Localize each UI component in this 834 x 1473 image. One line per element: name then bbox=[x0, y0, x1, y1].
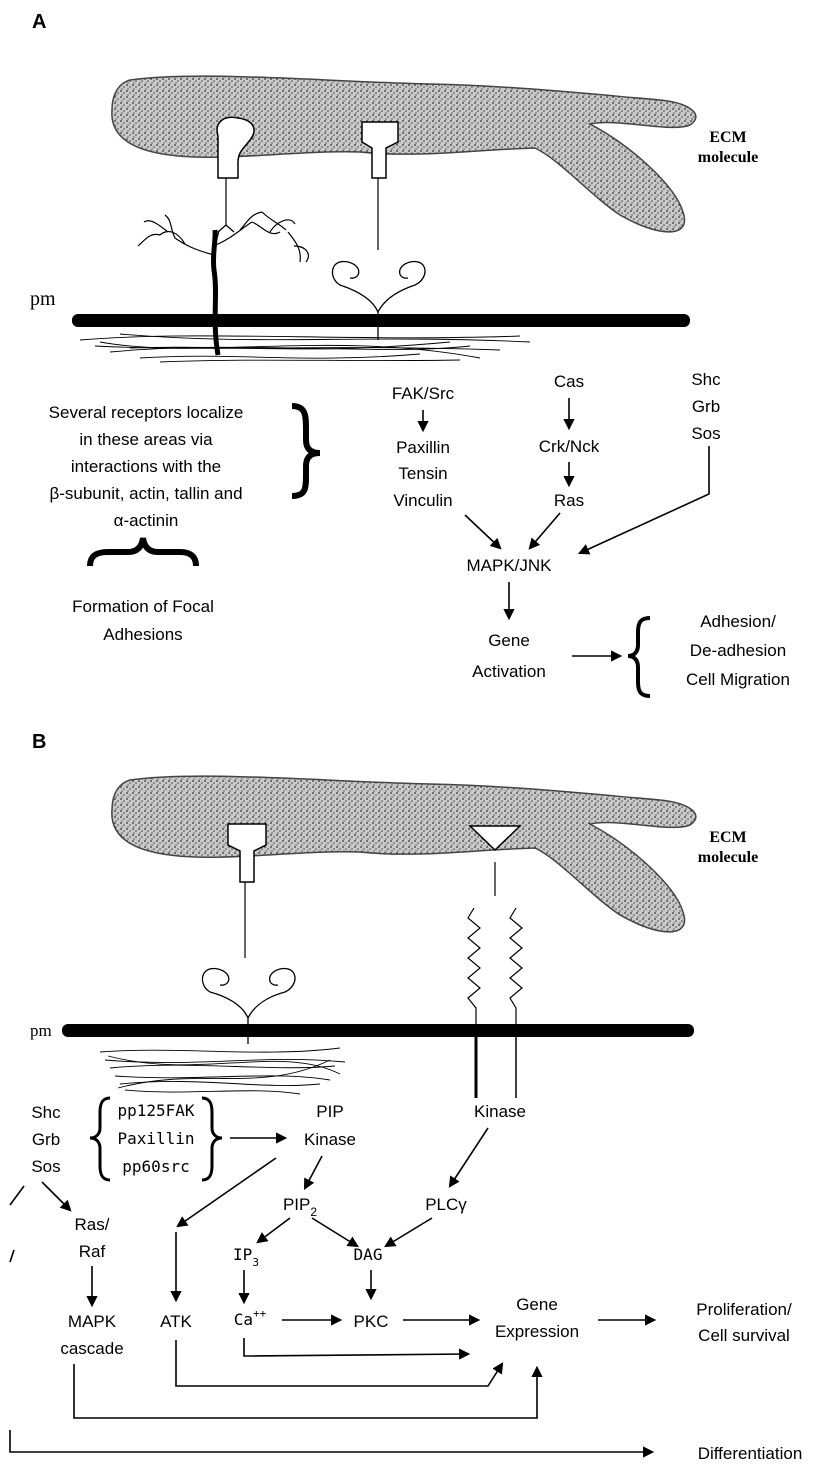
svg-text:Several receptors localize: Several receptors localize bbox=[49, 403, 244, 422]
node-cas: Cas bbox=[554, 372, 584, 391]
node-gene-b: Gene bbox=[516, 1295, 558, 1314]
outcome-brace-a bbox=[628, 618, 650, 696]
node-differentiation: Differentiation bbox=[698, 1444, 803, 1463]
ecm-label-b-1: ECM bbox=[709, 829, 746, 846]
focal-adhesions-note: Formation of Focal Adhesions bbox=[72, 597, 214, 644]
node-ras-a: Ras bbox=[554, 491, 584, 510]
node-pip2: PIP2 bbox=[283, 1195, 317, 1219]
outcome-deadhesion: De-adhesion bbox=[690, 641, 786, 660]
node-activation: Activation bbox=[472, 662, 546, 681]
node-mapk-jnk: MAPK/JNK bbox=[466, 556, 552, 575]
plasma-membrane-b bbox=[62, 1024, 694, 1037]
receptors-note: Several receptors localize in these area… bbox=[49, 403, 244, 530]
node-plc-gamma: PLCγ bbox=[425, 1195, 467, 1214]
node-shc-a: Shc bbox=[691, 370, 721, 389]
panel-b: B pm bbox=[10, 731, 802, 1463]
ecm-molecule-b bbox=[112, 776, 696, 932]
outcome-adhesion: Adhesion/ bbox=[700, 612, 776, 631]
svg-text:in these areas via: in these areas via bbox=[79, 430, 213, 449]
outcome-migration: Cell Migration bbox=[686, 670, 790, 689]
node-pp125fak: pp125FAK bbox=[117, 1101, 194, 1120]
node-pip-kinase: Kinase bbox=[304, 1130, 356, 1149]
svg-text:β-subunit, actin, tallin and: β-subunit, actin, tallin and bbox=[49, 484, 242, 503]
node-pkc: PKC bbox=[354, 1312, 389, 1331]
node-fak-src: FAK/Src bbox=[392, 384, 455, 403]
plasma-membrane-a bbox=[72, 314, 690, 327]
node-crk-nck: Crk/Nck bbox=[539, 437, 600, 456]
node-mapk-b-1: MAPK bbox=[68, 1312, 117, 1331]
node-ras-raf-1: Ras/ bbox=[75, 1215, 110, 1234]
svg-text:interactions with the: interactions with the bbox=[71, 457, 221, 476]
ecm-label-b-2: molecule bbox=[698, 849, 758, 866]
left-brace-b bbox=[90, 1098, 110, 1180]
node-gene-a: Gene bbox=[488, 631, 530, 650]
arrows-b bbox=[10, 1128, 654, 1452]
panel-a: A pm bbox=[30, 11, 790, 696]
node-expression: Expression bbox=[495, 1322, 579, 1341]
node-vinculin: Vinculin bbox=[393, 491, 452, 510]
ecm-label-a-2: molecule bbox=[698, 149, 758, 166]
svg-text:α-actinin: α-actinin bbox=[114, 511, 179, 530]
right-brace-a bbox=[292, 406, 320, 496]
svg-text:Adhesions: Adhesions bbox=[103, 625, 182, 644]
ecm-molecule-a bbox=[112, 76, 696, 232]
bottom-brace-a bbox=[90, 538, 196, 566]
node-pp60src: pp60src bbox=[122, 1157, 189, 1176]
svg-text:Formation of Focal: Formation of Focal bbox=[72, 597, 214, 616]
node-sos-b: Sos bbox=[31, 1157, 60, 1176]
node-pip: PIP bbox=[316, 1102, 343, 1121]
node-tensin: Tensin bbox=[398, 464, 447, 483]
node-atk: ATK bbox=[160, 1312, 192, 1331]
node-grb-b: Grb bbox=[32, 1130, 60, 1149]
node-shc-b: Shc bbox=[31, 1103, 61, 1122]
pm-label-a: pm bbox=[30, 288, 56, 310]
node-ca: Ca++ bbox=[234, 1307, 267, 1329]
transmembrane-receptor-b bbox=[468, 908, 522, 1098]
node-paxillin-b: Paxillin bbox=[117, 1129, 194, 1148]
node-ras-raf-2: Raf bbox=[79, 1242, 106, 1261]
right-brace-b bbox=[202, 1098, 222, 1180]
node-proliferation: Proliferation/ bbox=[696, 1300, 792, 1319]
node-cell-survival: Cell survival bbox=[698, 1326, 790, 1345]
curly-receptor-a bbox=[332, 261, 425, 340]
pm-label-b: pm bbox=[30, 1021, 52, 1040]
actin-filaments-b bbox=[100, 1048, 345, 1094]
node-dag: DAG bbox=[354, 1245, 383, 1264]
panel-a-label: A bbox=[32, 11, 46, 33]
node-paxillin: Paxillin bbox=[396, 438, 450, 457]
panel-b-label: B bbox=[32, 731, 46, 753]
node-grb-a: Grb bbox=[692, 397, 720, 416]
branched-receptor-a bbox=[138, 212, 308, 355]
node-mapk-b-2: cascade bbox=[60, 1339, 123, 1358]
ecm-label-a-1: ECM bbox=[709, 129, 746, 146]
actin-filaments-a bbox=[80, 334, 530, 362]
node-ip3: IP3 bbox=[233, 1245, 259, 1269]
node-sos-a: Sos bbox=[691, 424, 720, 443]
node-kinase: Kinase bbox=[474, 1102, 526, 1121]
